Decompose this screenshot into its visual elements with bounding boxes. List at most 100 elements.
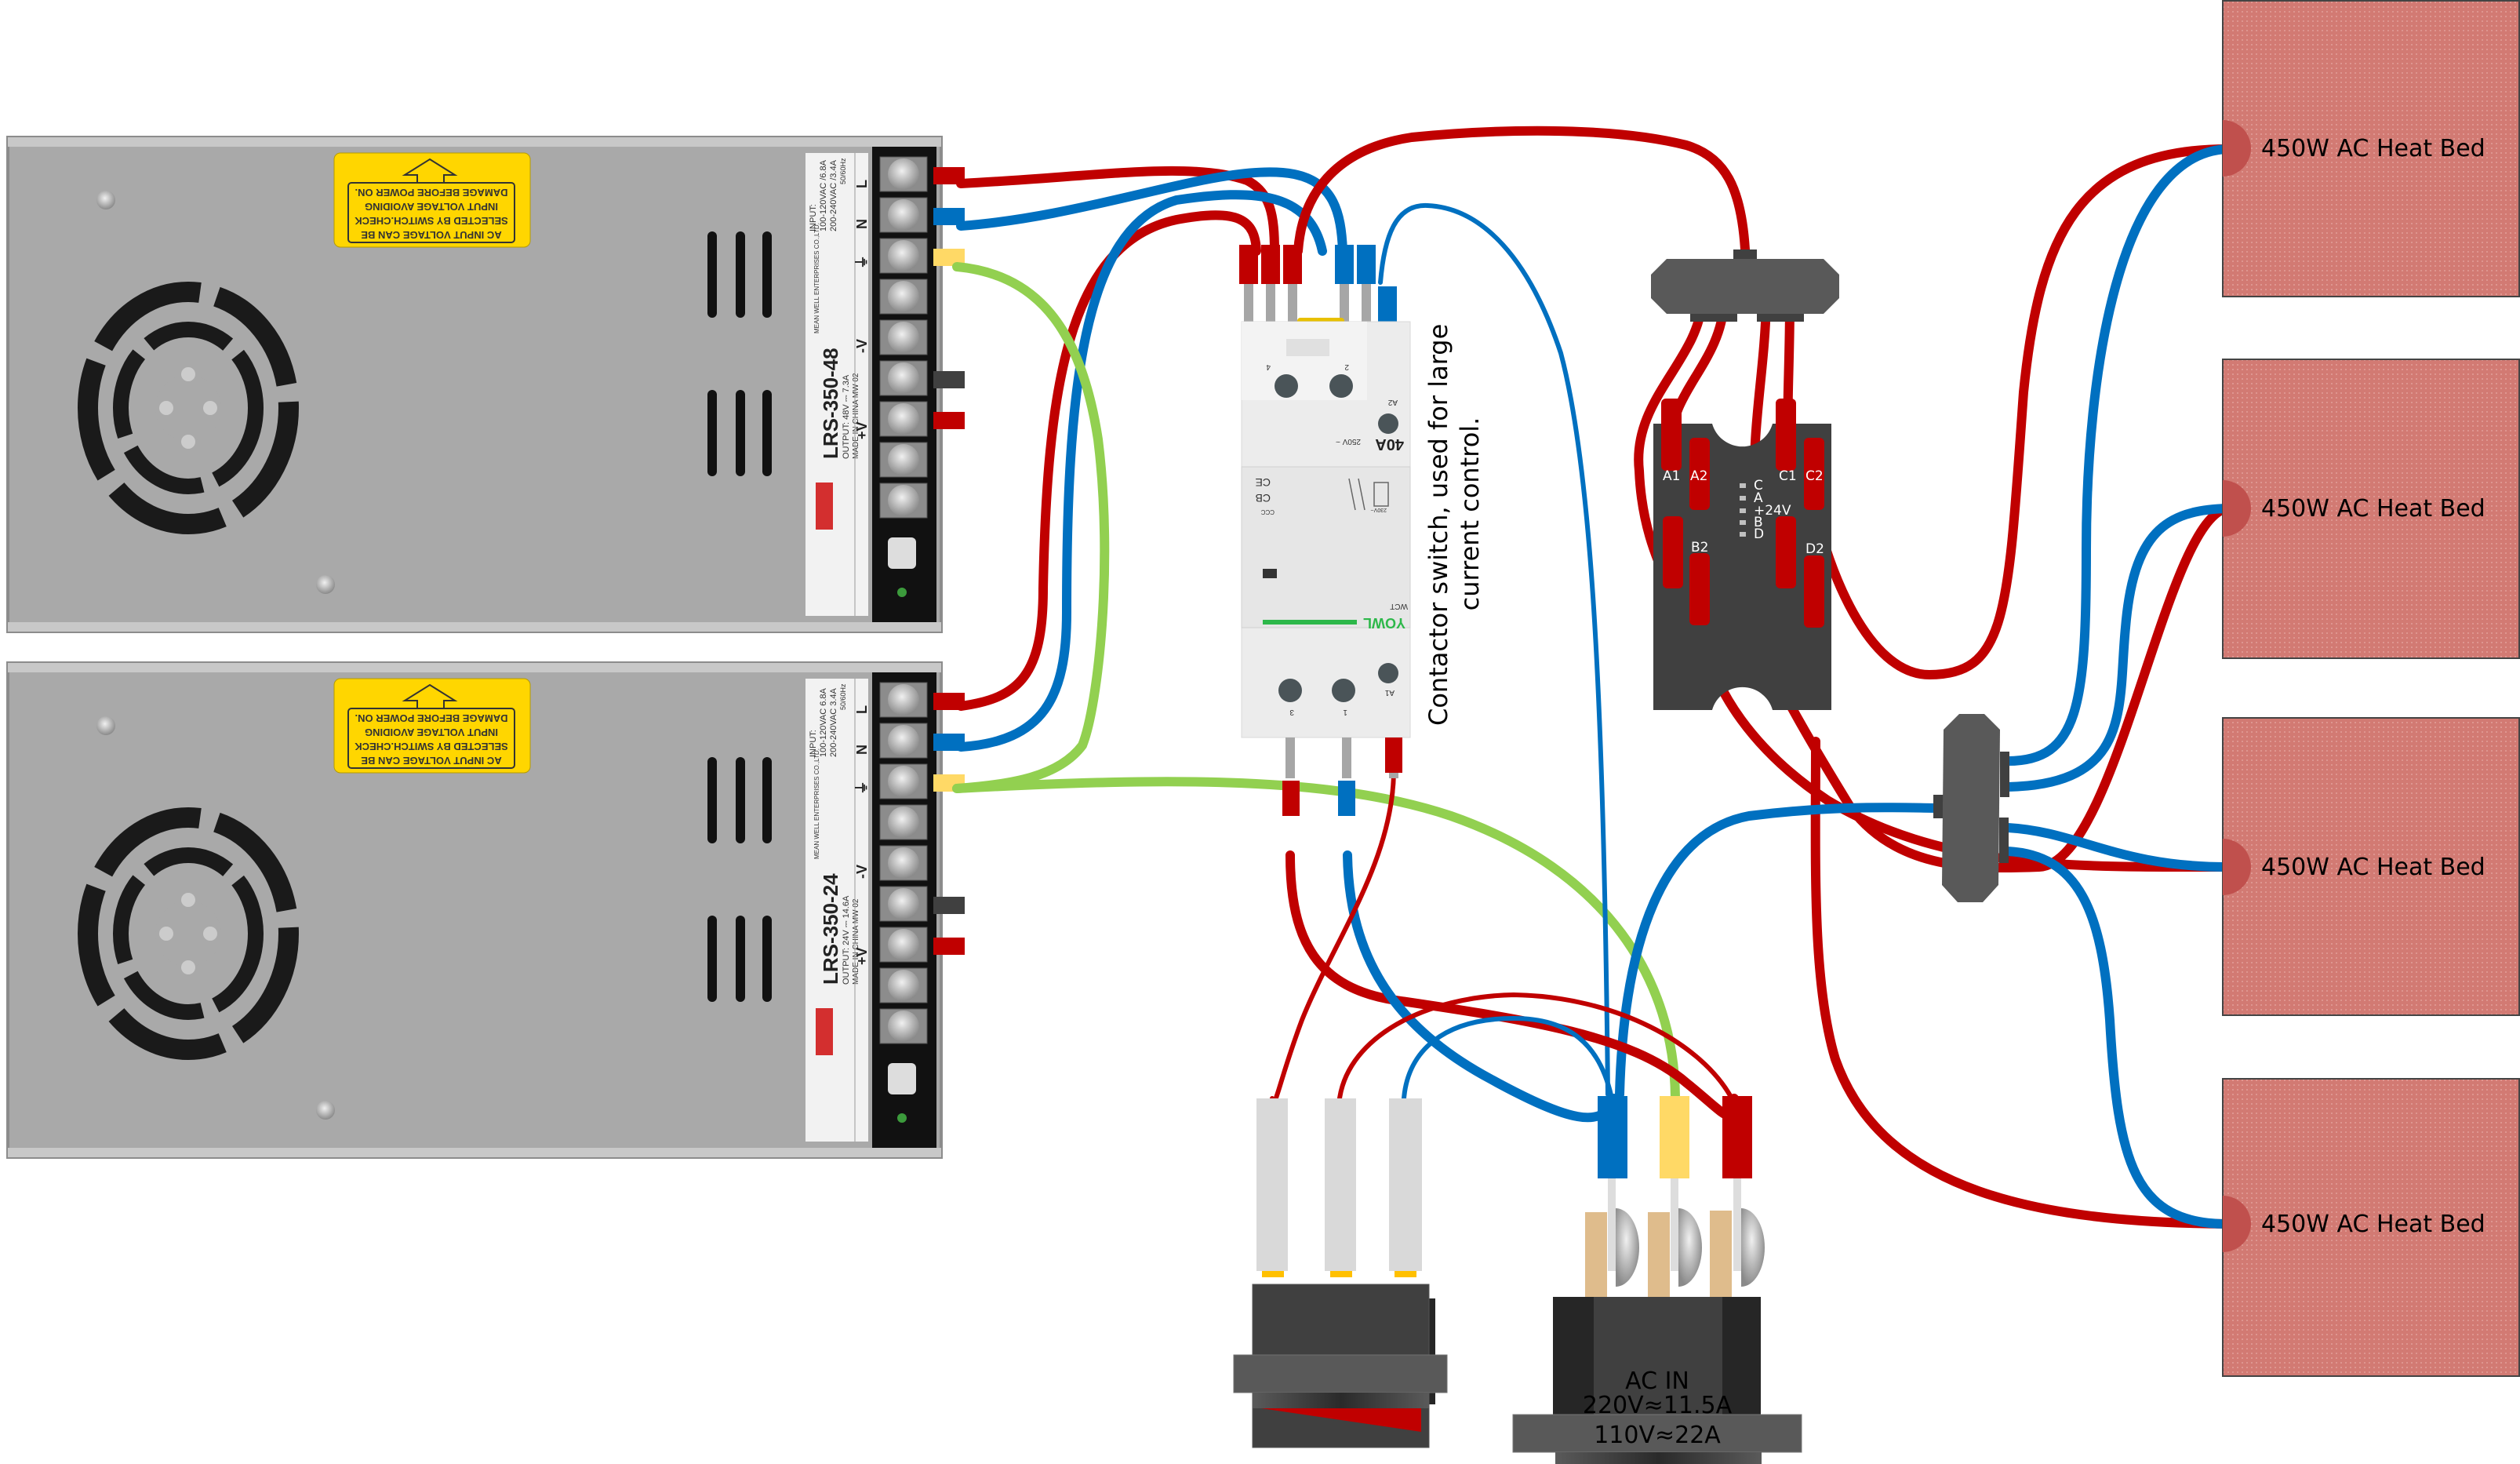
heat-bed-label: 450W AC Heat Bed — [2261, 135, 2485, 162]
warning-label: AC INPUT VOLTAGE CAN BE SELECTED BY SWIT… — [333, 678, 531, 774]
wire-switch — [1337, 992, 1734, 1101]
fan-icon — [78, 191, 335, 594]
terminal-label-ground: ⏚ — [854, 255, 870, 269]
ac-inlet — [1512, 1096, 1802, 1464]
relay-pin-label: D — [1754, 526, 1764, 542]
ac-in-line1: 220V≈11.5A — [1582, 1392, 1733, 1419]
wire-live — [956, 210, 1261, 711]
lug-ground — [933, 249, 965, 266]
right-splitter — [1933, 714, 2009, 902]
terminal-label-ground: ⏚ — [854, 781, 870, 795]
ccc-mark: CCC — [1260, 508, 1275, 515]
terminal-label-neg: -V — [854, 339, 870, 353]
psu-manufacturer: MEAN WELL ENTERPRISES CO.,LTD. — [813, 748, 820, 859]
warning-text: SELECTED BY SWITCH.CHECK — [355, 215, 508, 227]
ac-in-title: AC IN — [1625, 1367, 1689, 1395]
wire-earth — [952, 777, 1680, 1103]
contactor-schematic-icon — [1348, 478, 1389, 511]
psu-made-in: MADE IN CHINA MW 02 — [852, 373, 860, 459]
relay-pin-label: B — [1754, 515, 1763, 530]
relay-pin-label: C — [1754, 478, 1763, 493]
warning-text: INPUT VOLTAGE AVOIDING — [365, 727, 498, 738]
contactor: 4 2 A2 40A 250V ~ CE CB CCC 230V~ YOWL W… — [1239, 245, 1485, 816]
psu-output: OUTPUT: 24V ⎓ 14.6A — [842, 895, 851, 985]
terminal-block — [872, 147, 936, 622]
warning-text: INPUT VOLTAGE AVOIDING — [365, 201, 498, 213]
heat-bed: 450W AC Heat Bed — [2222, 359, 2520, 659]
contactor-terminal-2: 2 — [1344, 362, 1349, 371]
power-supply-24v: AC INPUT VOLTAGE CAN BE SELECTED BY SWIT… — [6, 661, 965, 1159]
heat-bed-label: 450W AC Heat Bed — [2261, 495, 2485, 523]
relay-terminal-a1: A1 — [1663, 468, 1680, 484]
warning-text: DAMAGE BEFORE POWER ON. — [355, 187, 507, 198]
ac-in-line2: 110V≈22A — [1594, 1422, 1721, 1449]
wire-neutral — [2003, 823, 2232, 872]
lug-pos — [933, 938, 965, 955]
warning-label: AC INPUT VOLTAGE CAN BE SELECTED BY SWIT… — [333, 152, 531, 248]
contactor-rating: 40A — [1375, 435, 1404, 453]
wire-coil — [1378, 202, 1610, 1097]
terminal-label-n: N — [854, 219, 870, 229]
contactor-top-lugs — [1239, 245, 1397, 365]
psu-input-line2: 200-240VAC /3.4A — [829, 159, 838, 231]
terminal-block — [872, 672, 936, 1148]
relay-terminal-a2: A2 — [1690, 468, 1707, 484]
psu-input-freq: 50/60Hz — [839, 683, 847, 710]
wire-neutral — [2003, 144, 2232, 766]
ac-inlet-caption: 220V≈11.5A 110V≈22A — [1540, 1361, 1775, 1451]
lug-neg — [933, 897, 965, 914]
relay-pin-label: +24V — [1754, 503, 1791, 519]
wire-live — [1811, 144, 2232, 680]
relay-board: A1 A2 C1 C2 B2 D2 C A +24V B D — [1653, 399, 1831, 710]
psu-input-title: INPUT: — [809, 204, 818, 231]
terminal-label-l: L — [854, 705, 870, 714]
warning-text: DAMAGE BEFORE POWER ON. — [355, 712, 507, 724]
terminal-label-neg: -V — [854, 865, 870, 879]
vent-slots — [707, 231, 772, 476]
contactor-terminal-a2: A2 — [1387, 398, 1398, 406]
heat-bed: 450W AC Heat Bed — [2222, 1078, 2520, 1377]
wire-neutral — [2003, 504, 2232, 792]
heat-bed-label: 450W AC Heat Bed — [2261, 854, 2485, 881]
led-indicator — [897, 588, 907, 597]
vent-slots — [707, 757, 772, 1002]
heat-bed: 450W AC Heat Bed — [2222, 0, 2520, 297]
warning-text: AC INPUT VOLTAGE CAN BE — [361, 755, 502, 767]
warning-text: AC INPUT VOLTAGE CAN BE — [361, 229, 502, 241]
relay-terminal-d2: D2 — [1805, 541, 1824, 557]
contactor-voltage: 250V ~ — [1336, 437, 1361, 446]
wire-neutral — [1343, 850, 1619, 1123]
relay-terminal-c2: C2 — [1805, 468, 1824, 484]
psu-model: LRS-350-48 — [819, 348, 842, 459]
terminal-label-pos: +V — [854, 947, 870, 965]
lug-neg — [933, 371, 965, 388]
psu-made-in: MADE IN CHINA MW 02 — [852, 898, 860, 985]
warning-text: SELECTED BY SWITCH.CHECK — [355, 741, 508, 752]
contactor-caption: Contactor switch, used for large — [1424, 324, 1453, 726]
psu-input-freq: 50/60Hz — [839, 158, 847, 184]
led-indicator — [897, 1113, 907, 1123]
wire-live — [956, 166, 1279, 256]
rocker-switch[interactable] — [1233, 1098, 1448, 1448]
ce-mark: CE — [1256, 476, 1271, 489]
wire-earth — [952, 262, 1110, 793]
contactor-terminal-3: 3 — [1289, 708, 1294, 716]
psu-manufacturer: MEAN WELL ENTERPRISES CO.,LTD. — [813, 223, 820, 333]
heat-bed-label: 450W AC Heat Bed — [2261, 1211, 2485, 1238]
lug-n — [933, 208, 965, 225]
psu-input-title: INPUT: — [809, 730, 818, 757]
rocker-button[interactable] — [1261, 1408, 1421, 1432]
wire-live-thin — [1270, 770, 1396, 1105]
psu-input-line1: 100-120VAC /6.8A — [819, 159, 828, 231]
spec-label: LRS-350-24 OUTPUT: 24V ⎓ 14.6A MADE IN C… — [805, 679, 870, 1142]
contactor-terminal-1: 1 — [1343, 708, 1347, 716]
relay-pin-label: A — [1754, 490, 1763, 506]
wire-neutral — [956, 190, 1327, 752]
contactor-terminal-a1: A1 — [1384, 688, 1395, 697]
psu-input-line1: 100-120VAC 6.8A — [819, 687, 828, 757]
power-supply-48v: AC INPUT VOLTAGE CAN BE SELECTED BY SWIT… — [6, 136, 965, 633]
wire-neutral — [956, 167, 1347, 256]
ac-inlet-label: AC IN — [1625, 1367, 1689, 1395]
wire-live — [1810, 737, 2232, 1229]
